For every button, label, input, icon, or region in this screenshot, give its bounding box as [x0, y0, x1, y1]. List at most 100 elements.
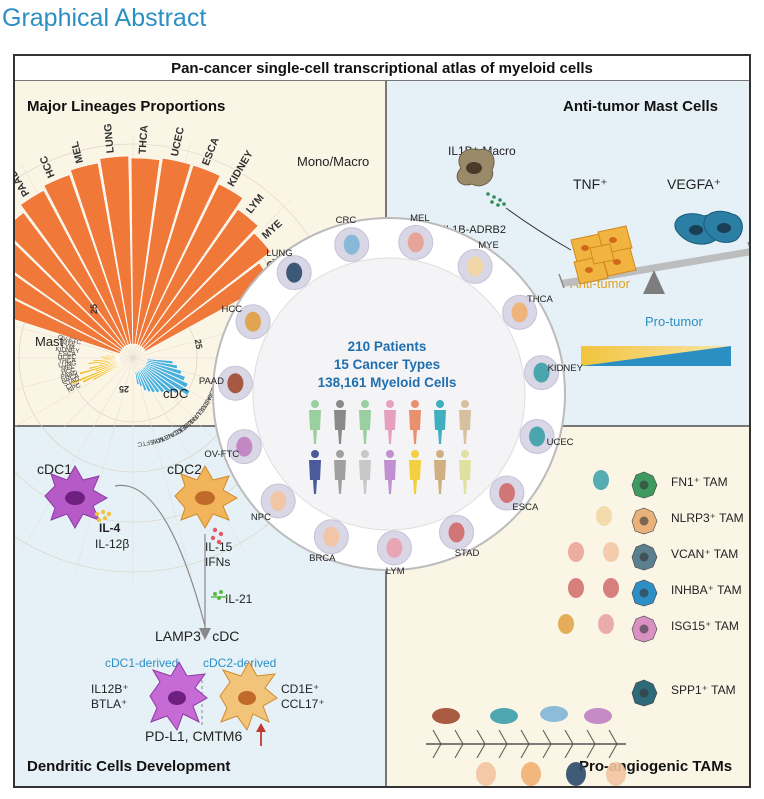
tam-nucleus: [639, 516, 649, 526]
mast-illustration: [456, 148, 749, 366]
cdc-tick-label: LYM: [157, 432, 172, 443]
crc-organ-icon: [343, 234, 360, 255]
tam-organ-icon: [568, 542, 584, 562]
thca-organ-icon: [511, 302, 528, 323]
radial-spoke: [20, 357, 134, 553]
timeline-tick: [608, 729, 618, 745]
ring-label-ucec: UCEC: [546, 437, 574, 449]
tam-label-5: SPP1⁺ TAM: [671, 683, 736, 697]
timeline-tick: [520, 743, 530, 759]
tam-nucleus: [639, 624, 649, 634]
human-body-shape: [334, 410, 346, 444]
human-silhouette-icon: [336, 450, 344, 458]
il21-dots: [213, 590, 223, 600]
cdc-bar-npc: [146, 358, 174, 365]
human-silhouette-icon: [311, 450, 319, 458]
cdc1-cell-icon: [44, 464, 109, 530]
cdc-bar-crc: [146, 359, 178, 370]
timeline-organ-icon: [490, 708, 518, 724]
mono-tick-label: LUNG: [102, 123, 117, 154]
lung-organ-icon: [286, 262, 303, 283]
mast-bar-kidney: [105, 354, 120, 358]
center-atlas-circle: [212, 217, 566, 571]
timeline-organ-icon: [521, 762, 541, 786]
ring-label-hcc: HCC: [221, 304, 243, 316]
cdc-bar-esca: [139, 369, 156, 394]
tam-organ-icon: [603, 542, 619, 562]
ring-label-lung: LUNG: [266, 247, 293, 259]
stad-organ-icon: [448, 522, 465, 543]
cdc-scale-label: 25: [119, 384, 129, 394]
tam-organ-icon: [593, 470, 609, 490]
ring-label-paad: PAAD: [198, 375, 224, 387]
human-body-shape: [434, 410, 446, 444]
il15-label: IL-15: [205, 540, 233, 554]
mast-tick-label: THCA: [58, 357, 77, 365]
timeline-tick: [498, 743, 508, 759]
mast-bar-thca: [92, 358, 120, 363]
mast-bar-stad: [71, 362, 121, 386]
cdc1-label: cDC1: [37, 461, 73, 477]
il12b-small-label: IL-12β: [95, 537, 130, 551]
mast-title: Anti-tumor Mast Cells: [563, 98, 719, 115]
ring-label-thca: THCA: [527, 293, 553, 305]
ring-label-stad: STAD: [454, 547, 480, 559]
mast-bar-paad: [78, 361, 121, 376]
mast-tick-label: ESCA: [58, 350, 77, 358]
timeline-organ-icon: [584, 708, 612, 724]
ring-label-kidney: KIDNEY: [547, 363, 583, 375]
mono-bar-stad: [15, 243, 124, 351]
brca-organ-icon: [323, 526, 340, 547]
timeline-tick: [432, 729, 442, 745]
lineages-title: Major Lineages Proportions: [27, 98, 226, 115]
tam-label-0: FN1⁺ TAM: [671, 475, 728, 489]
timeline-tick: [608, 743, 618, 759]
human-silhouette-icon: [411, 400, 419, 408]
mono-bar-hcc: [43, 174, 129, 346]
human-silhouette-icon: [336, 400, 344, 408]
center-patients: 210 Patients: [347, 339, 427, 354]
atlas-title: Pan-cancer single-cell transcriptional a…: [171, 60, 593, 77]
tam-nucleus: [639, 480, 649, 490]
human-silhouette-icon: [386, 450, 394, 458]
center-cells: 138,161 Myeloid Cells: [317, 375, 457, 390]
mast-tick-label: MEL: [61, 364, 76, 373]
timeline-tick: [564, 729, 574, 745]
mono-bar-paad: [20, 189, 127, 348]
cdc-bar-thca: [141, 367, 166, 394]
human-silhouette-icon: [361, 450, 369, 458]
cdc1-derived-label: cDC1-derived: [105, 656, 179, 670]
ovftc-organ-icon: [236, 436, 253, 457]
human-body-shape: [409, 410, 421, 444]
mono-macro-label: Mono/Macro: [297, 154, 370, 169]
cdc2-label: cDC2: [167, 461, 203, 477]
cdc2-cell-icon: [174, 464, 239, 530]
human-body-shape: [309, 460, 321, 494]
center-inner-circle: [252, 257, 526, 531]
mast-bar-hcc: [88, 360, 120, 370]
mono-bar-crc: [15, 274, 122, 353]
human-body-shape: [434, 460, 446, 494]
vegfa-mast-cells-icon: [674, 210, 743, 245]
tam-nucleus: [639, 588, 649, 598]
radial-tick-label: 25: [193, 338, 205, 350]
tnf-label: TNF⁺: [573, 176, 608, 192]
radial-spoke: [74, 357, 134, 575]
seesaw-fulcrum: [643, 270, 665, 294]
il1b-dots: [486, 192, 506, 207]
paad-organ-icon: [227, 373, 244, 394]
tam-organ-icon: [558, 614, 574, 634]
cdc-bar-paad: [144, 363, 189, 389]
mono-bar-mye: [142, 232, 272, 350]
ring-label-esca: ESCA: [512, 502, 539, 514]
mono-bar-mel: [70, 162, 131, 346]
kidney-organ-icon: [533, 362, 550, 383]
timeline-organ-icon: [606, 762, 626, 786]
mono-bar-thca: [130, 157, 161, 345]
il1b-macro-cell-icon: [456, 148, 495, 187]
mast-bar-ov-ftc: [108, 351, 120, 356]
mast-tick-label: UCEC: [58, 354, 77, 361]
il4-dots: [94, 509, 112, 523]
atlas-header: [15, 56, 749, 81]
il15-dots: [210, 527, 224, 545]
